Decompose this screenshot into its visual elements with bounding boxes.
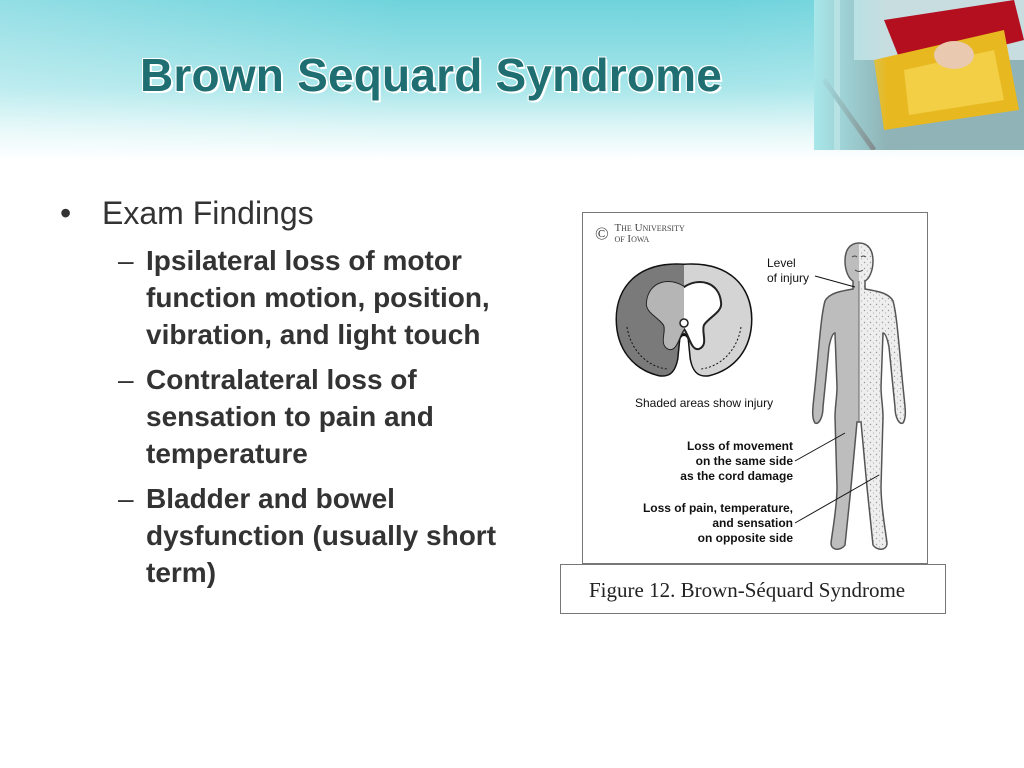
label-pain-line-2: and sensation	[712, 516, 793, 530]
sub-bullet-item: – Contralateral loss of sensation to pai…	[110, 361, 540, 472]
bullet-text: Exam Findings	[102, 195, 314, 231]
sub-bullet-text: Ipsilateral loss of motor function motio…	[146, 245, 490, 350]
figure-caption-box: Figure 12. Brown-Séquard Syndrome	[560, 564, 946, 614]
sub-bullet-text: Contralateral loss of sensation to pain …	[146, 364, 434, 469]
callout-lines	[794, 275, 880, 524]
figure: © The University of Iowa Shaded areas sh…	[560, 212, 946, 614]
label-level-line-2: of injury	[767, 271, 810, 285]
label-movement-line-2: on the same side	[695, 454, 793, 468]
label-level-of-injury: Level of injury	[767, 256, 809, 286]
bullet-dot: •	[60, 195, 72, 231]
stretcher-photo-icon	[814, 0, 1024, 150]
label-loss-of-pain: Loss of pain, temperature, and sensation…	[613, 501, 793, 546]
sub-bullet-text: Bladder and bowel dysfunction (usually s…	[146, 483, 497, 588]
logo-line-2: of Iowa	[614, 233, 650, 245]
label-loss-of-movement: Loss of movement on the same side as the…	[653, 439, 793, 484]
bullet-item: • Exam Findings	[60, 192, 540, 234]
sub-bullet-item: – Ipsilateral loss of motor function mot…	[110, 242, 540, 353]
spinal-cord-cross-section-icon	[615, 263, 753, 377]
logo-line-1: The University	[614, 222, 685, 234]
figure-illustration: © The University of Iowa Shaded areas sh…	[582, 212, 928, 564]
dash-marker: –	[118, 483, 134, 514]
slide-title: Brown Sequard Syndrome	[140, 49, 723, 101]
label-movement-line-1: Loss of movement	[686, 439, 793, 453]
copyright-icon: ©	[595, 223, 609, 244]
dash-marker: –	[118, 364, 134, 395]
label-movement-line-3: as the cord damage	[680, 469, 793, 483]
bullet-list: • Exam Findings – Ipsilateral loss of mo…	[60, 192, 540, 591]
university-logo: © The University of Iowa	[595, 223, 685, 245]
figure-caption: Figure 12. Brown-Séquard Syndrome	[589, 578, 906, 602]
label-level-line-1: Level	[767, 256, 796, 270]
sub-bullet-item: – Bladder and bowel dysfunction (usually…	[110, 480, 540, 591]
human-body-outline-icon	[811, 242, 907, 551]
dash-marker: –	[118, 245, 134, 276]
label-pain-line-3: on opposite side	[697, 531, 793, 545]
label-shaded-areas: Shaded areas show injury	[635, 396, 774, 410]
label-pain-line-1: Loss of pain, temperature,	[642, 501, 793, 515]
